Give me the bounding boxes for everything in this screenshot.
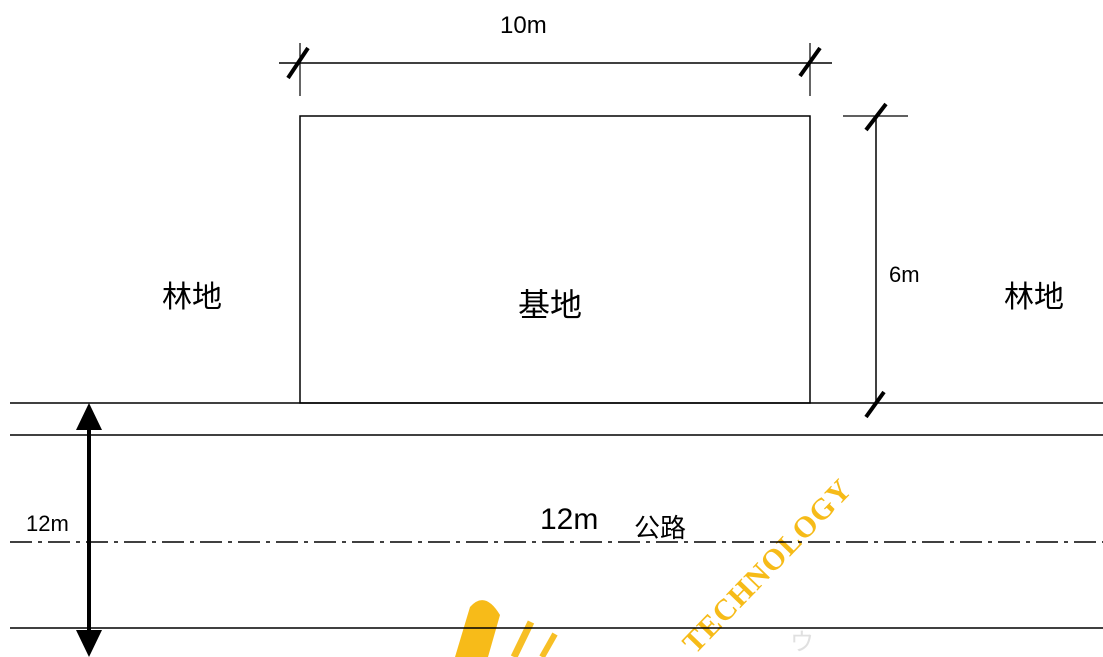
road-name-label: 公路 <box>634 514 687 544</box>
forest-left-label: 林地 <box>162 280 222 315</box>
road-width-arrow <box>76 403 102 657</box>
watermark-text: TECHNOLOGY <box>676 473 858 657</box>
forest-right-label: 林地 <box>1004 280 1064 315</box>
width-dimension <box>279 43 832 96</box>
road-arrow-head-top <box>76 403 102 430</box>
width-tick-right <box>798 46 822 78</box>
depth-dimension-label: 6m <box>889 262 920 287</box>
watermark-logo-stroke-2 <box>539 632 558 657</box>
width-dimension-label: 10m <box>500 12 547 39</box>
road-side-dimension-label: 12m <box>26 511 69 536</box>
width-tick-left <box>286 46 310 80</box>
site-rectangle <box>299 115 811 404</box>
road-width-label: 12m <box>540 503 599 536</box>
road-arrow-head-bottom <box>76 630 102 657</box>
watermark-mark: ウ <box>790 628 814 656</box>
site-label: 基地 <box>518 286 583 324</box>
road <box>10 402 1103 629</box>
depth-dimension <box>843 102 908 419</box>
depth-tick-top <box>864 102 888 132</box>
watermark: TECHNOLOGY ウ <box>455 473 859 657</box>
depth-tick-bottom <box>864 390 886 419</box>
